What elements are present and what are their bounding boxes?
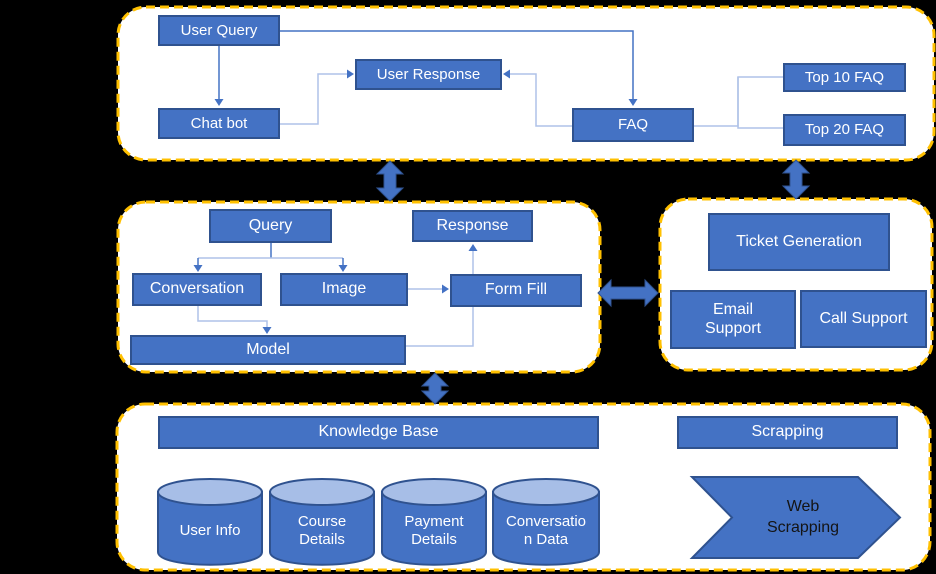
arrowhead-response: [468, 244, 478, 251]
arrowhead-faq: [628, 99, 638, 106]
section-chat-flow: [116, 5, 936, 162]
node-query: Query: [209, 209, 332, 243]
cylinder-label-conversation-data: Conversation Data: [505, 513, 587, 548]
bidirectional-arrow-chat-engine: [375, 160, 405, 202]
cylinder-label-payment-details: Payment Details: [404, 513, 464, 548]
connector-conversation-model: [197, 306, 268, 328]
cylinder-label-user-info: User Info: [179, 522, 241, 539]
arrowhead-formfill: [442, 284, 449, 294]
arrowhead-chatbot: [214, 99, 224, 106]
node-ticket-generation: Ticket Generation: [708, 213, 890, 271]
cylinder-payment-details: [381, 478, 487, 566]
connector-faq-userresponse: [510, 73, 572, 127]
cylinder-user-info: [157, 478, 263, 566]
node-top-10-faq: Top 10 FAQ: [783, 63, 906, 92]
node-top-20-faq: Top 20 FAQ: [783, 114, 906, 146]
connector-chatbot-userresponse: [280, 73, 347, 125]
cylinder-conversation-data: [492, 478, 600, 566]
chevron-label-web-scrapping: Web Scrapping: [738, 490, 868, 545]
node-email-support: Email Support: [670, 290, 796, 349]
arrowhead-userresponse-left: [347, 69, 354, 79]
cylinder-label-course-details: Course Details: [297, 513, 347, 548]
node-chat-bot: Chat bot: [158, 108, 280, 139]
cylinder-course-details: [269, 478, 375, 566]
node-image: Image: [280, 273, 408, 306]
bidirectional-arrow-chat-support: [781, 159, 811, 200]
arrowhead-conversation: [193, 265, 203, 272]
bidirectional-arrow-engine-support: [597, 278, 659, 308]
arrowhead-image: [338, 265, 348, 272]
arrowhead-userresponse-right: [503, 69, 510, 79]
node-user-response: User Response: [355, 59, 502, 90]
node-model: Model: [130, 335, 406, 365]
connector-userquery-faq: [280, 30, 634, 100]
chevron-web-scrapping: [689, 476, 902, 559]
node-faq: FAQ: [572, 108, 694, 142]
arrowhead-model: [262, 327, 272, 334]
node-user-query: User Query: [158, 15, 280, 46]
email-support-label: Email Support: [704, 301, 762, 337]
node-scrapping: Scrapping: [677, 416, 898, 449]
node-conversation: Conversation: [132, 273, 262, 306]
node-form-fill: Form Fill: [450, 274, 582, 307]
node-response: Response: [412, 210, 533, 242]
connector-faq-top20: [737, 77, 783, 129]
node-knowledge-base: Knowledge Base: [158, 416, 599, 449]
bidirectional-arrow-engine-data: [420, 372, 450, 405]
web-scrapping-text: Web Scrapping: [766, 497, 840, 536]
node-call-support: Call Support: [800, 290, 927, 348]
